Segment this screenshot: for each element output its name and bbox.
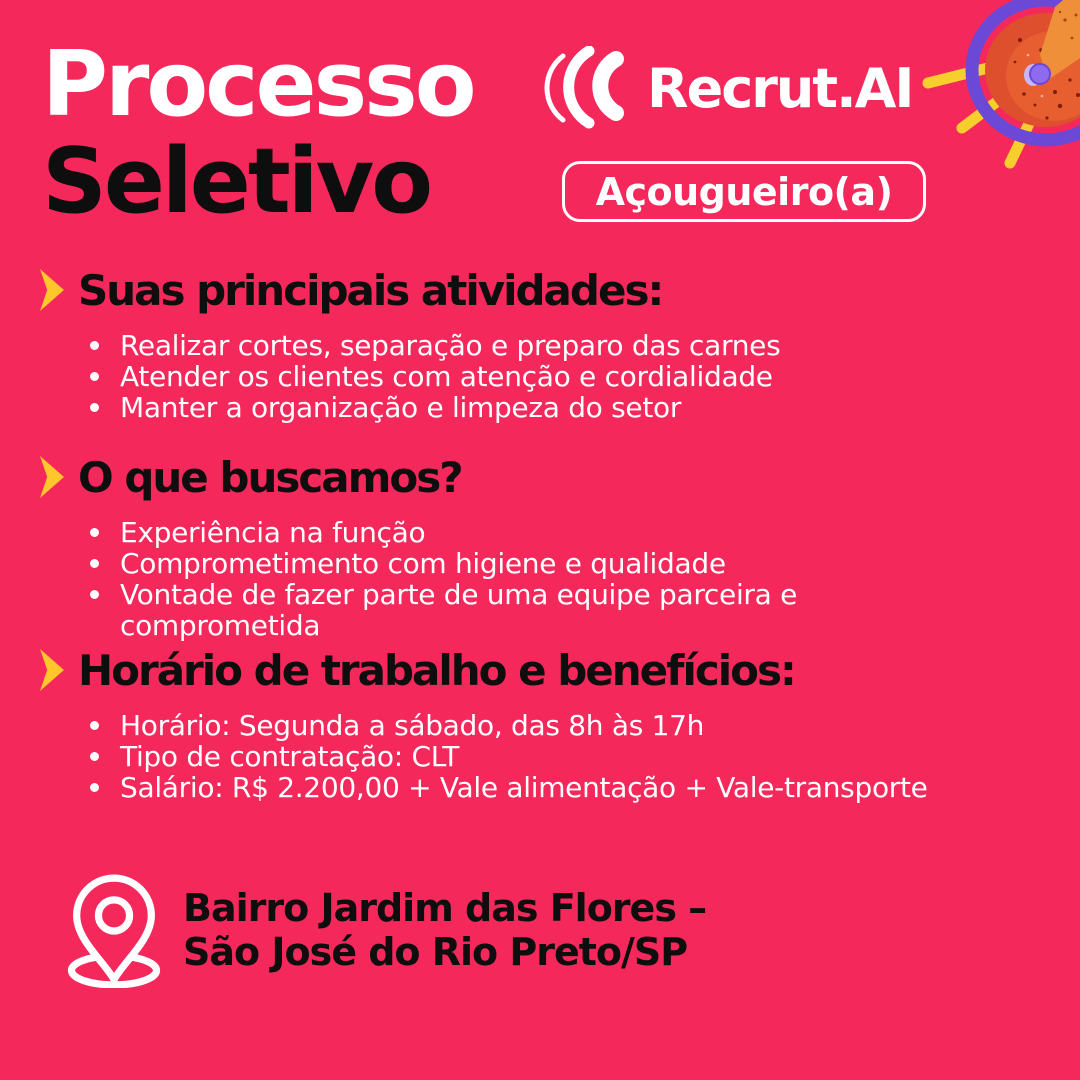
bullet-dot-icon	[90, 403, 99, 412]
list-item: Comprometimento com higiene e qualidade	[90, 548, 890, 579]
brand-logo: Recrut.AI	[543, 46, 914, 130]
list-item: Experiência na função	[90, 517, 890, 548]
map-pin-icon	[67, 874, 161, 988]
bullet-list: Realizar cortes, separação e preparo das…	[40, 330, 1080, 423]
section-schedule-benefits: Horário de trabalho e benefícios: Horári…	[40, 642, 1080, 803]
bullet-dot-icon	[90, 341, 99, 350]
section-activities: Suas principais atividades: Realizar cor…	[40, 262, 1080, 423]
location-line-2: São José do Rio Preto/SP	[183, 930, 688, 974]
arrow-marker-icon	[40, 649, 64, 691]
job-title-badge: Açougueiro(a)	[562, 161, 926, 222]
bullet-text: Experiência na função	[120, 516, 426, 549]
bullet-text: Manter a organização e limpeza do setor	[120, 391, 682, 424]
bullet-dot-icon	[90, 721, 99, 730]
list-item: Tipo de contratação: CLT	[90, 741, 1080, 772]
page-title: Processo Seletivo	[42, 32, 477, 234]
section-heading-row: Suas principais atividades:	[40, 262, 1080, 318]
section-heading-row: O que buscamos?	[40, 449, 890, 505]
list-item: Horário: Segunda a sábado, das 8h às 17h	[90, 710, 1080, 741]
sound-wave-arcs-icon	[544, 46, 624, 129]
megaphone-3d-icon	[922, 0, 1080, 169]
section-heading: Horário de trabalho e benefícios:	[78, 645, 797, 695]
bullet-dot-icon	[90, 752, 99, 761]
bullet-dot-icon	[90, 559, 99, 568]
list-item: Vontade de fazer parte de uma equipe par…	[90, 579, 890, 641]
title-line-2: Seletivo	[42, 129, 433, 234]
list-item: Atender os clientes com atenção e cordia…	[90, 361, 1080, 392]
title-line-1: Processo	[42, 32, 477, 137]
section-requirements: O que buscamos? Experiência na função Co…	[40, 449, 890, 641]
job-title-label: Açougueiro(a)	[595, 169, 893, 214]
section-heading: Suas principais atividades:	[78, 265, 664, 315]
list-item: Realizar cortes, separação e preparo das…	[90, 330, 1080, 361]
bullet-text: Salário: R$ 2.200,00 + Vale alimentação …	[120, 771, 928, 804]
list-item: Manter a organização e limpeza do setor	[90, 392, 1080, 423]
bullet-text: Tipo de contratação: CLT	[120, 740, 459, 773]
bullet-text: Comprometimento com higiene e qualidade	[120, 547, 726, 580]
brand-name: Recrut.AI	[647, 56, 914, 120]
list-item: Salário: R$ 2.200,00 + Vale alimentação …	[90, 772, 1080, 803]
section-heading: O que buscamos?	[78, 452, 464, 502]
bullet-text: Vontade de fazer parte de uma equipe par…	[120, 578, 798, 642]
bullet-dot-icon	[90, 590, 99, 599]
location-block: Bairro Jardim das Flores – São José do R…	[183, 886, 707, 974]
bullet-dot-icon	[90, 372, 99, 381]
bullet-text: Atender os clientes com atenção e cordia…	[120, 360, 773, 393]
location-line-1: Bairro Jardim das Flores –	[183, 886, 707, 930]
bullet-list: Experiência na função Comprometimento co…	[40, 517, 890, 641]
section-heading-row: Horário de trabalho e benefícios:	[40, 642, 1080, 698]
bullet-dot-icon	[90, 783, 99, 792]
arrow-marker-icon	[40, 456, 64, 498]
bullet-text: Horário: Segunda a sábado, das 8h às 17h	[120, 709, 705, 742]
bullet-text: Realizar cortes, separação e preparo das…	[120, 329, 781, 362]
bullet-dot-icon	[90, 528, 99, 537]
arrow-marker-icon	[40, 269, 64, 311]
bullet-list: Horário: Segunda a sábado, das 8h às 17h…	[40, 710, 1080, 803]
